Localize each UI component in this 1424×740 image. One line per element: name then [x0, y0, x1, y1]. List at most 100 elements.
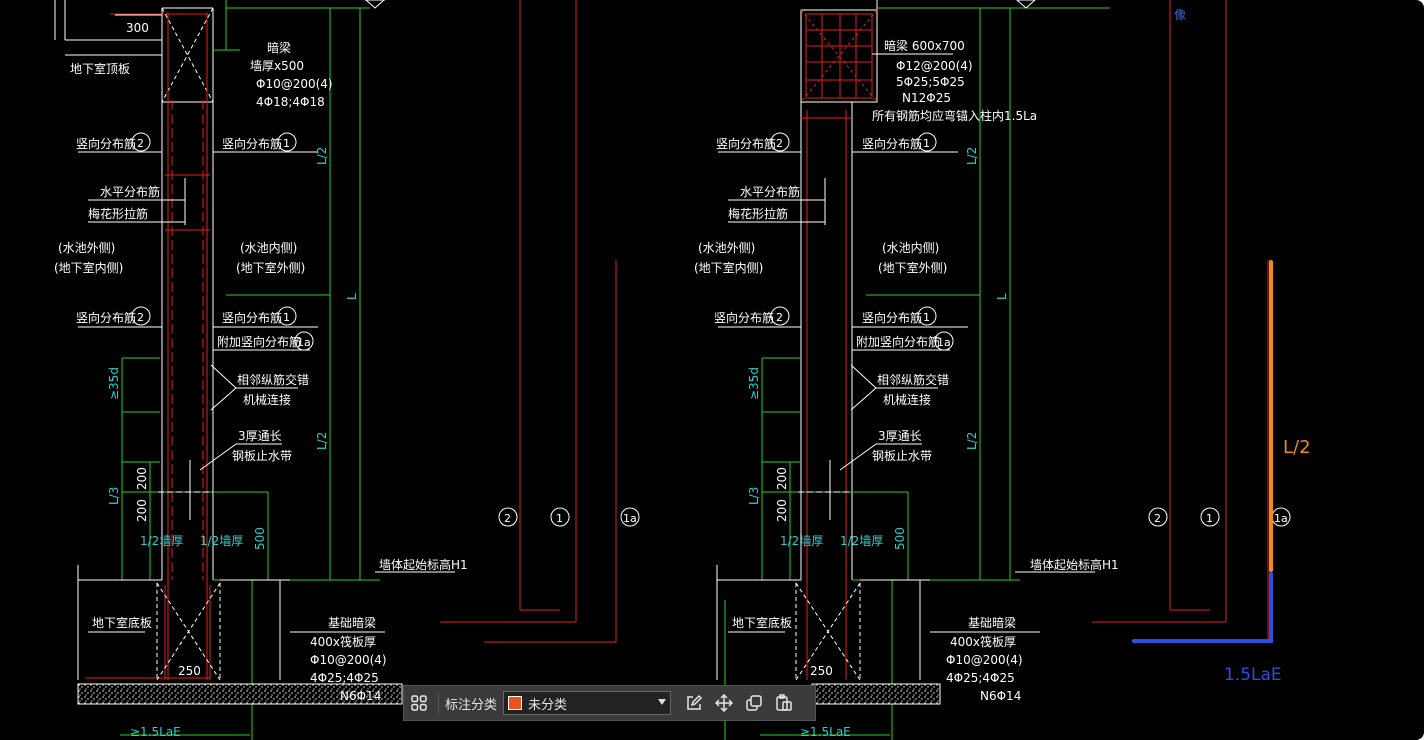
left-detail-text: 300 地下室顶板 暗梁 墙厚x500 Φ10@200(4) 4Φ18;4Φ18… — [54, 21, 468, 739]
text: 附加竖向分布筋 — [217, 334, 301, 349]
text: 1/2墙厚 — [840, 534, 883, 548]
text: 5Φ25;5Φ25 — [896, 75, 965, 89]
category-color-swatch — [508, 696, 523, 710]
text: 500 — [893, 527, 907, 550]
text: 300 — [126, 21, 149, 35]
text: 250 — [810, 664, 833, 678]
left-detail — [54, 0, 455, 740]
move-icon[interactable] — [709, 688, 739, 718]
text: 2 — [504, 512, 511, 525]
text: 竖向分布筋 — [862, 310, 922, 325]
text: 1 — [283, 311, 290, 324]
category-value: 未分类 — [528, 697, 568, 713]
text: 所有钢筋均应弯锚入柱内1.5La — [872, 108, 1037, 123]
text: 基础暗梁 — [328, 615, 376, 630]
text: 3厚通长 — [238, 429, 282, 443]
grid-icon[interactable] — [404, 688, 434, 718]
text: L — [995, 293, 1009, 300]
blue-annotation-label: 1.5LaE — [1224, 665, 1282, 685]
text: L/3 — [107, 487, 121, 505]
text: 水平分布筋 — [100, 184, 160, 199]
copy-icon[interactable] — [739, 688, 769, 718]
edit-icon[interactable] — [679, 688, 709, 718]
text: 1 — [1206, 512, 1213, 525]
text: 2 — [776, 137, 783, 150]
text: L/2 — [965, 432, 979, 450]
text: 竖向分布筋 — [76, 310, 136, 325]
text: Φ10@200(4) — [946, 653, 1023, 667]
text: 竖向分布筋 — [714, 310, 774, 325]
text: 400x筏板厚 — [310, 635, 376, 649]
text: 地下室顶板 — [70, 61, 130, 76]
text: 200 — [135, 499, 149, 522]
text: 地下室底板 — [732, 615, 792, 630]
text: 200 — [135, 467, 149, 490]
text: 500 — [253, 527, 267, 550]
left-schematic — [365, 0, 640, 643]
text: 1 — [283, 137, 290, 150]
text: 相邻纵筋交错 — [237, 372, 309, 387]
text: N6Φ14 — [980, 689, 1021, 703]
text: Φ10@200(4) — [256, 77, 333, 91]
text: L — [345, 293, 359, 300]
text: (水池外侧) — [58, 241, 115, 255]
text: 墙厚x500 — [250, 59, 304, 73]
text: L/2 — [965, 147, 979, 165]
right-detail-text: 暗梁 600x700 Φ12@200(4) 5Φ25;5Φ25 N12Φ25 所… — [694, 38, 1119, 739]
left-schematic-marks: 2 1 1a — [504, 512, 637, 525]
text: L/2 — [315, 432, 329, 450]
blue-annotation-line[interactable] — [1132, 572, 1273, 643]
annotation-toolbar: 标注分类 未分类 — [403, 685, 816, 721]
user-annotation[interactable]: L/2 1.5LaE — [1132, 260, 1311, 685]
text: 1/2墙厚 — [780, 534, 823, 548]
chevron-down-icon — [658, 699, 667, 705]
text: 400x筏板厚 — [950, 635, 1016, 649]
text: 地下室底板 — [92, 615, 152, 630]
text: 4Φ18;4Φ18 — [256, 95, 325, 109]
text: (水池外侧) — [698, 241, 755, 255]
category-select[interactable]: 未分类 — [503, 691, 672, 715]
text: ≥1.5LaE — [130, 725, 181, 739]
text: (地下室外侧) — [236, 260, 305, 275]
text: 竖向分布筋 — [862, 136, 922, 151]
text: (水池内侧) — [882, 241, 939, 255]
text: (水池内侧) — [240, 241, 297, 255]
text: 1 — [556, 512, 563, 525]
paste-icon[interactable] — [769, 688, 799, 718]
text: 1a — [1274, 512, 1288, 525]
right-schematic — [1016, 0, 1291, 642]
text: 200 — [775, 467, 789, 490]
text: N12Φ25 — [902, 91, 951, 105]
text: 1a — [297, 336, 311, 349]
text: 1a — [623, 512, 637, 525]
category-label: 标注分类 — [445, 697, 498, 713]
text: 4Φ25;4Φ25 — [310, 671, 379, 685]
text: 机械连接 — [243, 392, 291, 407]
text: ≥35d — [107, 367, 121, 400]
orange-annotation-label: L/2 — [1283, 437, 1311, 458]
text: 1/2墙厚 — [200, 534, 243, 548]
text: 竖向分布筋 — [222, 310, 282, 325]
text: L/2 — [315, 147, 329, 165]
text: 2 — [137, 137, 144, 150]
text: 竖向分布筋 — [222, 136, 282, 151]
text: 相邻纵筋交错 — [877, 372, 949, 387]
text: 梅花形拉筋 — [88, 206, 148, 221]
text: 墙体起始标高H1 — [379, 557, 468, 572]
text: 250 — [178, 664, 201, 678]
text: 基础暗梁 — [968, 615, 1016, 630]
text: (地下室内侧) — [54, 260, 123, 275]
text: 200 — [775, 499, 789, 522]
text: Φ10@200(4) — [310, 653, 387, 667]
text: 1 — [923, 137, 930, 150]
text: 1a — [937, 336, 951, 349]
text: 竖向分布筋 — [76, 136, 136, 151]
divider — [438, 692, 439, 714]
text: 水平分布筋 — [740, 184, 800, 199]
text: 钢板止水带 — [232, 449, 292, 463]
text: 机械连接 — [883, 392, 931, 407]
text: 附加竖向分布筋 — [856, 334, 940, 349]
text: L/3 — [747, 487, 761, 505]
